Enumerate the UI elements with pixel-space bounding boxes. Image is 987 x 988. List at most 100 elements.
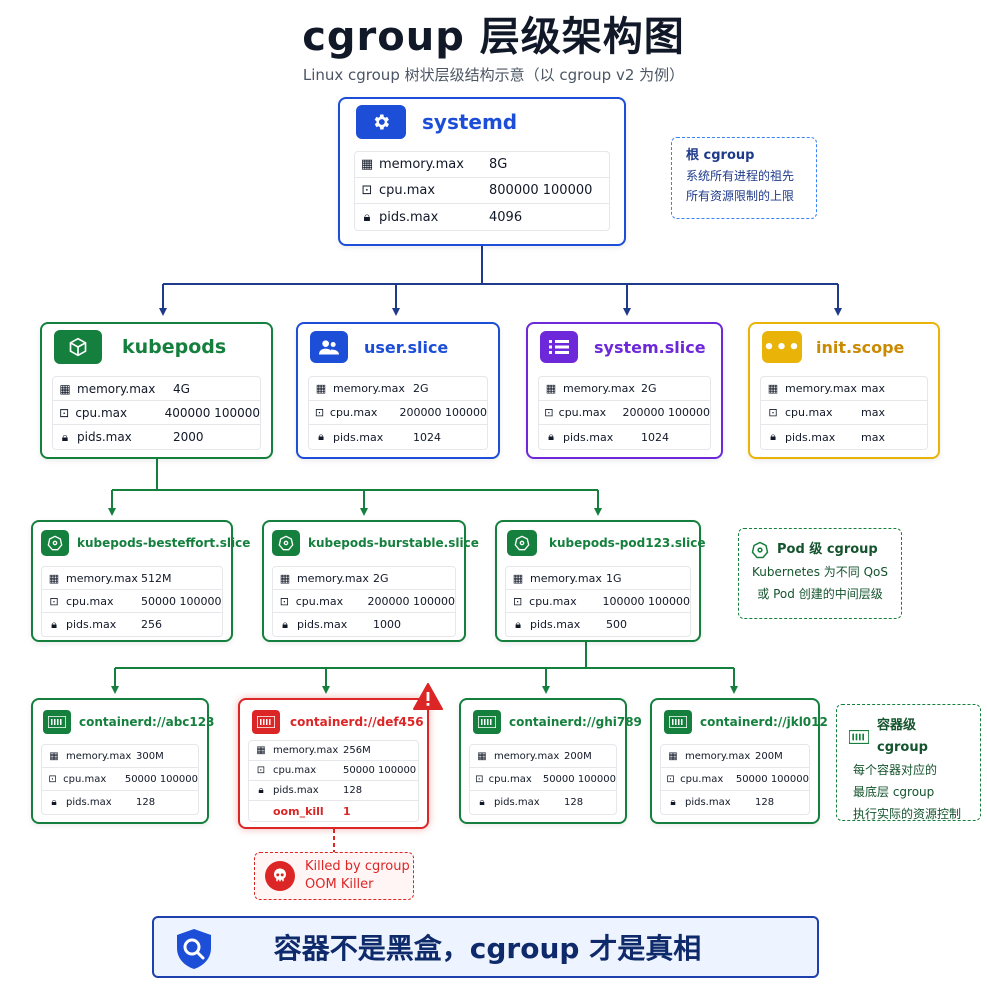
- cpu-icon: ⊡: [49, 594, 59, 608]
- cpu-icon: ⊡: [544, 406, 554, 419]
- lock-icon: 🔒︎: [515, 617, 521, 631]
- users-icon: [310, 331, 348, 363]
- cpu-icon: ⊡: [361, 183, 373, 198]
- oom-killed-callout: Killed by cgroup OOM Killer: [254, 852, 414, 900]
- chip-icon: ▦: [315, 382, 327, 395]
- note-root-cgroup: 根 cgroup 系统所有进程的祖先 所有资源限制的上限: [671, 137, 817, 219]
- skull-icon: [265, 861, 295, 891]
- chip-icon: ▦: [668, 750, 678, 762]
- dots-icon: •••: [762, 331, 802, 363]
- node-name: user.slice: [364, 337, 449, 357]
- warning-icon: [413, 683, 443, 710]
- cpu-icon: ⊡: [279, 594, 289, 608]
- cube-icon: [54, 330, 102, 364]
- lock-icon: 🔒︎: [548, 430, 554, 443]
- node-name: system.slice: [594, 337, 706, 357]
- node-name: kubepods-besteffort.slice: [77, 536, 251, 550]
- chip-icon: ▦: [279, 571, 291, 585]
- container-icon: [43, 710, 71, 734]
- chip-icon: ▦: [49, 750, 59, 762]
- lock-icon: 🔒︎: [363, 209, 371, 225]
- node-name: containerd://abc123: [79, 715, 215, 729]
- kubernetes-wheel-icon: [507, 530, 537, 556]
- lock-icon: 🔒︎: [318, 430, 324, 443]
- kubernetes-wheel-icon: [272, 530, 300, 556]
- lock-icon: 🔒︎: [770, 430, 776, 443]
- summary-banner: 容器不是黑盒，cgroup 才是真相: [152, 916, 819, 978]
- kubernetes-wheel-icon: [751, 541, 769, 559]
- container-icon: [849, 730, 869, 744]
- chip-icon: ▦: [48, 571, 60, 585]
- banner-text: 容器不是黑盒，cgroup 才是真相: [273, 932, 702, 965]
- note-pod-cgroup: Pod 级 cgroup Kubernetes 为不同 QoS 或 Pod 创建…: [738, 528, 902, 619]
- list-icon: [540, 331, 578, 363]
- node-name: containerd://ghi789: [509, 715, 642, 729]
- chip-icon: ▦: [545, 382, 557, 395]
- kubernetes-wheel-icon: [41, 530, 69, 556]
- page-subtitle: Linux cgroup 树状层级结构示意（以 cgroup v2 为例）: [302, 66, 685, 84]
- chip-icon: ▦: [512, 571, 524, 585]
- lock-icon: 🔒︎: [258, 785, 264, 796]
- cpu-icon: ⊡: [59, 405, 70, 420]
- gear-icon: [356, 105, 406, 139]
- lock-icon: 🔒︎: [282, 617, 288, 631]
- page-title: cgroup 层级架构图: [302, 14, 685, 60]
- container-icon: [664, 710, 692, 734]
- chip-icon: ▦: [256, 745, 266, 756]
- node-name: init.scope: [816, 337, 905, 357]
- lock-icon: 🔒︎: [51, 617, 57, 631]
- chip-icon: ▦: [59, 381, 71, 396]
- lock-icon: 🔒︎: [479, 797, 485, 808]
- cpu-icon: ⊡: [475, 773, 484, 785]
- cpu-icon: ⊡: [314, 406, 325, 419]
- node-name: containerd://def456: [290, 715, 424, 729]
- chip-icon: ▦: [360, 157, 374, 172]
